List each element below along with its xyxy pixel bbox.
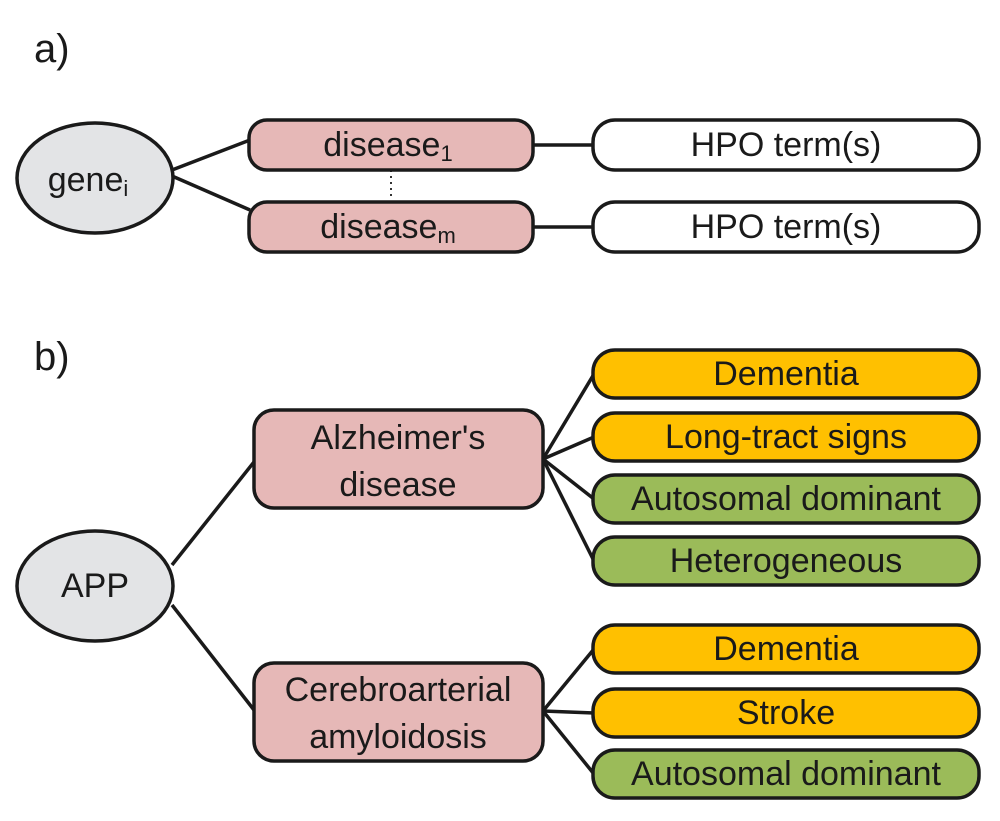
edge-cerebroarterial-stroke [542,709,595,715]
gene-node-label: genei [48,161,129,201]
edge-cerebroarterial-autosomal-dominant [541,709,596,776]
term-label-autosomal-dominant-2: Autosomal dominant [631,755,942,793]
disease-node-m [247,200,535,254]
hpo-term-node-m-label: HPO term(s) [691,208,882,246]
gene-name: gene [48,161,124,199]
disease-node-alzheimers [252,408,545,510]
panel-b-label: b) [34,335,70,379]
term-label-long-tract-signs: Long-tract signs [665,418,907,456]
term-node-autosomal-dominant-2 [591,748,981,800]
term-label-autosomal-dominant: Autosomal dominant [631,480,942,518]
disease-node-1 [247,118,535,172]
edge-alzheimers-heterogeneous [541,458,596,562]
app-gene-node [15,529,175,643]
disease-cerebroarterial-line-2: amyloidosis [309,718,487,756]
edge-alzheimers-dementia [541,373,596,460]
hpo-term-node-m [591,200,981,254]
gene-node [15,121,175,235]
app-gene-label: APP [61,567,129,605]
disease-alzheimers-line-1: Alzheimer's [311,419,486,457]
term-node-stroke [591,687,981,739]
term-node-dementia-2 [591,623,981,675]
disease-node-m-label: diseasem [320,208,456,248]
edge-alzheimers-autosomal-dominant [541,457,596,501]
term-node-long-tract-signs [591,411,981,463]
disease-alzheimers-line-2: disease [339,466,456,504]
disease-1-index: 1 [440,141,452,166]
panel-b: b) APP Alzheimer's disease Cerebroarteri… [15,335,981,800]
term-node-dementia [591,348,981,400]
disease-node-cerebroarterial [252,661,545,763]
edge-gene-disease-1 [171,138,251,172]
term-label-dementia-2: Dementia [713,630,859,668]
disease-m-name: disease [320,208,437,246]
edge-alzheimers-long-tract-signs [542,435,595,461]
disease-node-1-label: disease1 [323,126,452,166]
panel-a: a) genei disease1 diseasem HPO term(s) H… [15,27,981,254]
panel-a-label: a) [34,27,70,71]
edge-app-cerebroarterial [170,603,256,712]
edge-gene-disease-m [171,174,251,212]
hpo-term-node-1-label: HPO term(s) [691,126,882,164]
disease-cerebroarterial-line-1: Cerebroarterial [285,671,512,709]
term-label-dementia: Dementia [713,355,859,393]
disease-1-name: disease [323,126,440,164]
gene-index: i [123,176,128,201]
disease-m-index: m [437,223,455,248]
term-node-heterogeneous [591,535,981,587]
edge-cerebroarterial-dementia [541,647,596,713]
hpo-term-node-1 [591,118,981,172]
edge-app-alzheimers [170,460,256,567]
term-node-autosomal-dominant [591,473,981,525]
term-label-heterogeneous: Heterogeneous [670,542,903,580]
term-label-stroke: Stroke [737,694,835,732]
